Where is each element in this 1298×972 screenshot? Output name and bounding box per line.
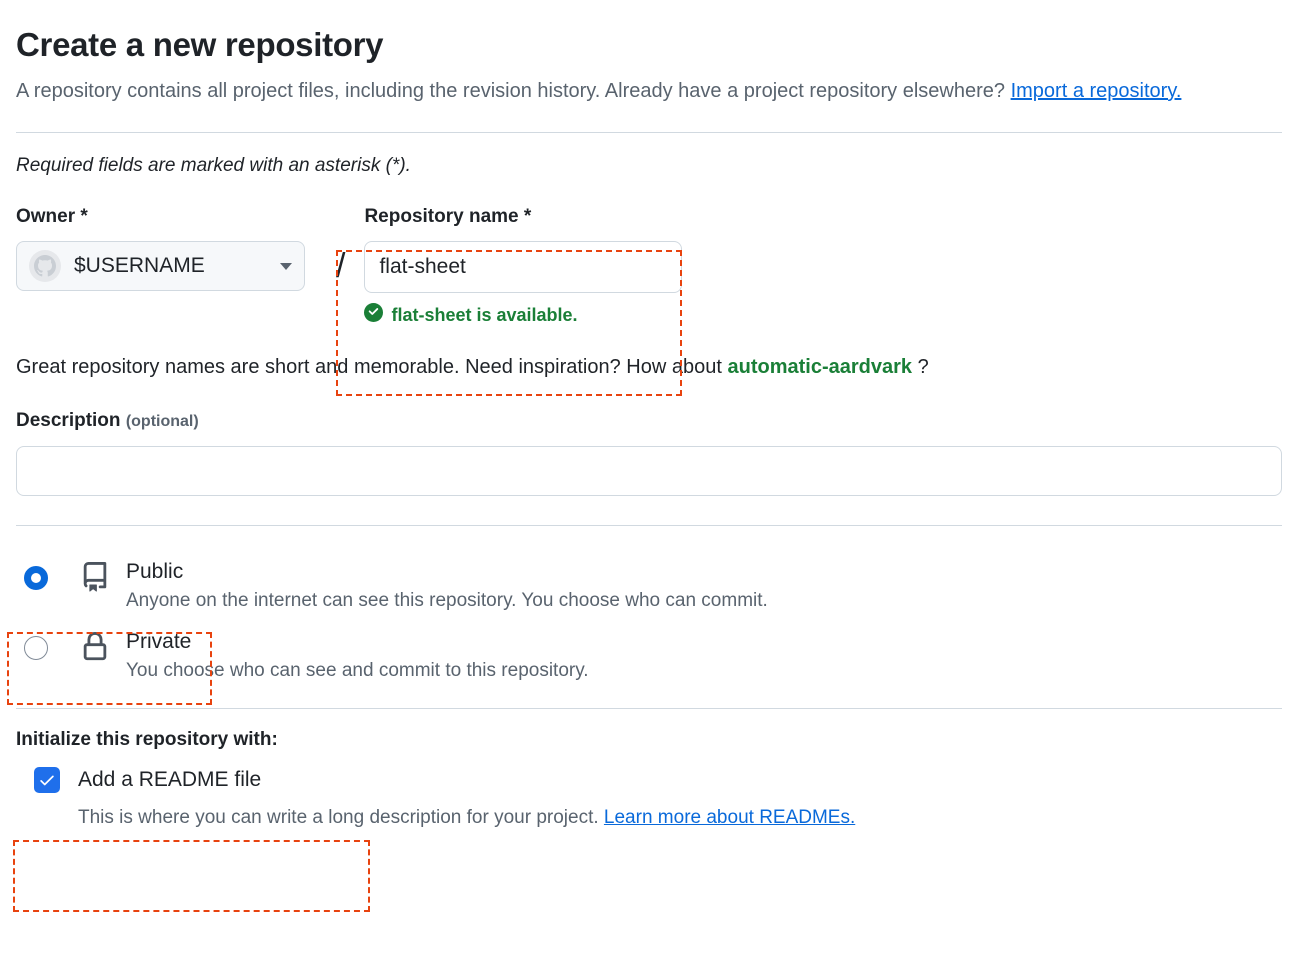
page-subtitle-text: A repository contains all project files,… (16, 80, 1006, 102)
initialize-title: Initialize this repository with: (16, 729, 278, 750)
owner-label: Owner * (16, 206, 88, 227)
radio-public[interactable] (24, 566, 48, 590)
chevron-down-icon (280, 262, 292, 270)
page-subtitle: A repository contains all project files,… (16, 66, 1196, 110)
visibility-public-description: Anyone on the internet can see this repo… (126, 590, 768, 611)
radio-private[interactable] (24, 636, 48, 660)
repo-book-icon (78, 562, 112, 592)
visibility-public-title: Public (126, 560, 184, 583)
inspiration-suffix: ? (917, 356, 929, 378)
repository-name-field: Repository name * flat-sheet is availabl… (351, 205, 696, 327)
inspiration-prefix: Great repository names are short and mem… (16, 356, 722, 378)
owner-and-name-row: Owner * $USERNAME / Repository name * (16, 179, 1282, 327)
availability-message: flat-sheet is available. (391, 305, 578, 325)
owner-select-dropdown[interactable]: $USERNAME (16, 241, 305, 291)
annotation-box-initialize-readme (13, 840, 370, 912)
description-input[interactable] (16, 446, 1282, 496)
divider-before-visibility (16, 525, 1282, 526)
page-title: Create a new repository (16, 26, 384, 63)
add-readme-label: Add a README file (78, 768, 262, 791)
repository-name-label: Repository name * (364, 206, 532, 227)
visibility-private-description: You choose who can see and commit to thi… (126, 660, 589, 681)
suggested-repository-name[interactable]: automatic-aardvark (727, 356, 913, 378)
github-octocat-avatar (29, 250, 61, 282)
add-readme-description-text: This is where you can write a long descr… (78, 807, 599, 828)
divider-before-initialize (16, 708, 1282, 709)
description-field: Description (optional) (16, 381, 1282, 496)
repository-name-input[interactable] (364, 241, 683, 293)
add-readme-description: This is where you can write a long descr… (78, 805, 1282, 831)
lock-icon (78, 632, 112, 662)
required-fields-note: Required fields are marked with an aster… (16, 155, 411, 176)
visibility-options: Public Anyone on the internet can see th… (16, 526, 1282, 686)
checkbox-add-readme[interactable] (34, 767, 60, 793)
add-readme-row[interactable]: Add a README file (16, 767, 1282, 793)
learn-more-readmes-link[interactable]: Learn more about READMEs. (603, 807, 856, 828)
visibility-option-private[interactable]: Private You choose who can see and commi… (16, 616, 1282, 686)
visibility-option-public[interactable]: Public Anyone on the internet can see th… (16, 546, 1282, 616)
visibility-private-title: Private (126, 630, 192, 653)
description-optional-tag: (optional) (125, 413, 199, 430)
visibility-public-text: Public Anyone on the internet can see th… (126, 550, 768, 615)
divider-top (16, 132, 1282, 133)
owner-field: Owner * $USERNAME (16, 205, 336, 291)
repository-name-availability: flat-sheet is available. (364, 303, 696, 327)
initialize-repository-section: Initialize this repository with: Add a R… (16, 709, 1282, 831)
description-label: Description (optional) (16, 409, 1282, 434)
check-circle-fill-icon (364, 303, 384, 327)
owner-name-value: $USERNAME (74, 254, 205, 277)
owner-name-separator: / (336, 247, 346, 285)
inspiration-line: Great repository names are short and mem… (16, 327, 1282, 381)
import-repository-link[interactable]: Import a repository. (1010, 80, 1182, 102)
visibility-private-text: Private You choose who can see and commi… (126, 620, 589, 685)
description-label-text: Description (16, 410, 121, 431)
